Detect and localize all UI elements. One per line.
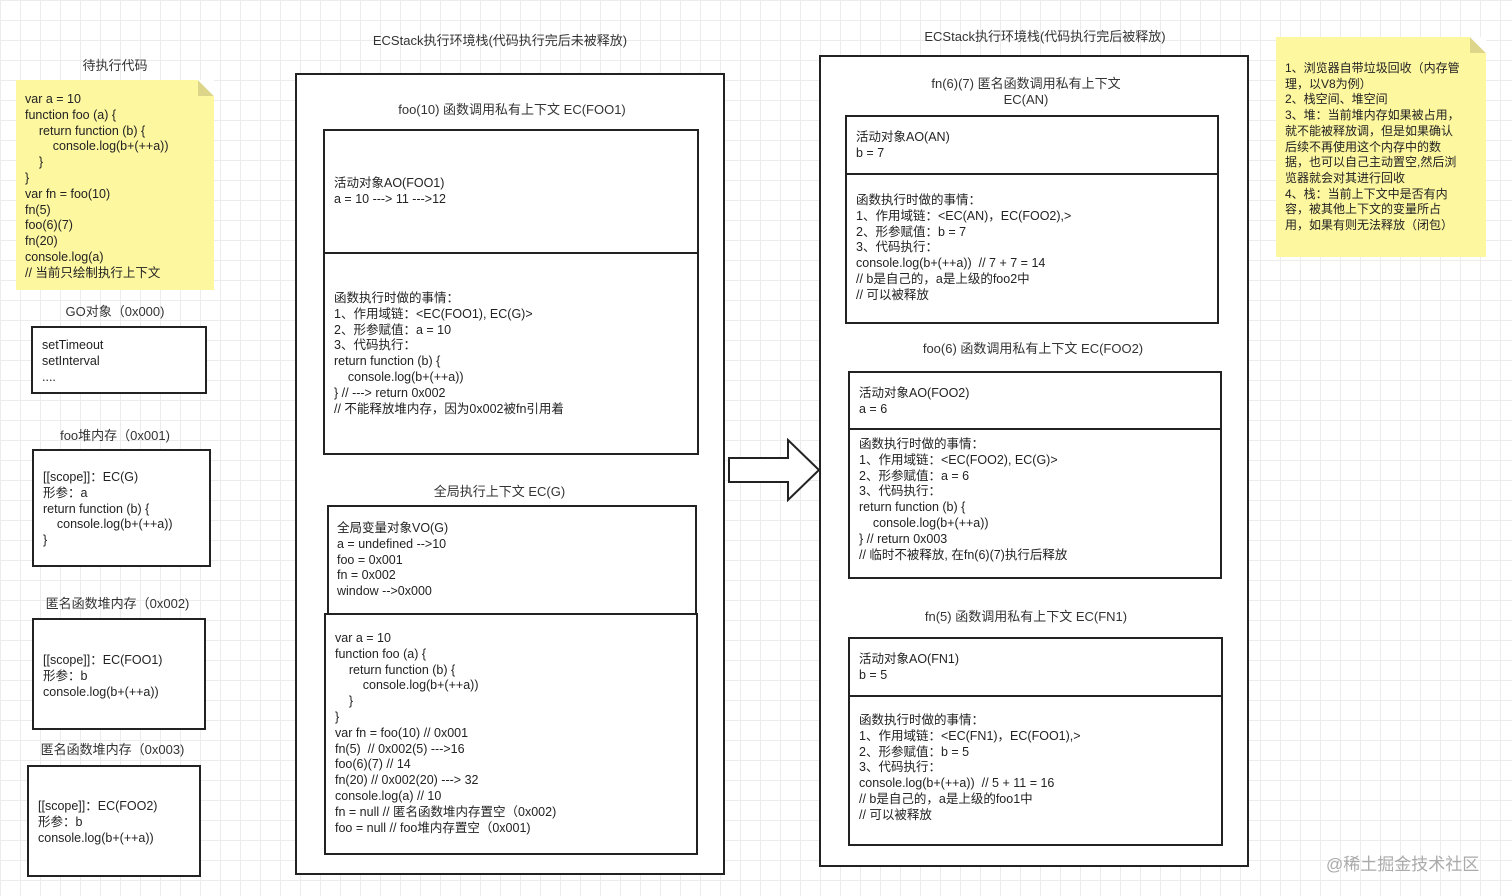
ao-fn1: 活动对象AO(FN1) b = 5 — [859, 652, 960, 682]
ec-an-divider — [847, 173, 1217, 175]
code-text: var a = 10 function foo (a) { return fun… — [25, 92, 169, 280]
ec-fn1-title: fn(5) 函数调用私有上下文 EC(FN1) — [924, 609, 1128, 624]
gc-note-text: 1、浏览器自带垃圾回收（内存管 理，以V8为例） 2、栈空间、堆空间 3、堆：当… — [1285, 61, 1460, 233]
vo-global: 全局变量对象VO(G) a = undefined -->10 foo = 0x… — [337, 521, 449, 599]
ecstack-1-box: foo(10) 函数调用私有上下文 EC(FOO1) 活动对象AO(FOO1) … — [295, 73, 725, 875]
foo-heap-title: foo堆内存（0x001) — [60, 428, 170, 443]
ec-foo2-box: 活动对象AO(FOO2) a = 6 函数执行时做的事情： 1、作用域链：<EC… — [848, 371, 1222, 579]
ecstack-1-title: ECStack执行环境栈(代码执行完后未被释放) — [372, 33, 628, 48]
foo-heap-content: [[scope]]：EC(G) 形参：a return function (b)… — [43, 470, 173, 548]
go-object-title: GO对象（0x000) — [65, 304, 165, 319]
ec-an-box: 活动对象AO(AN) b = 7 函数执行时做的事情： 1、作用域链：<EC(A… — [845, 115, 1219, 324]
ec-foo2-work: 函数执行时做的事情： 1、作用域链：<EC(FOO2), EC(G)> 2、形参… — [859, 437, 1068, 562]
anon-heap-1-box: [[scope]]：EC(FOO1) 形参：b console.log(b+(+… — [32, 618, 206, 730]
ec-fn1-box: 活动对象AO(FN1) b = 5 函数执行时做的事情： 1、作用域链：<EC(… — [848, 637, 1223, 846]
ao-an: 活动对象AO(AN) b = 7 — [856, 130, 950, 160]
ecstack-2-box: fn(6)(7) 匿名函数调用私有上下文 EC(AN) 活动对象AO(AN) b… — [819, 55, 1249, 867]
go-object-content: setTimeout setInterval .... — [42, 338, 104, 384]
ec-global-title: 全局执行上下文 EC(G) — [433, 484, 566, 499]
code-panel-title: 待执行代码 — [82, 58, 148, 73]
ec-an-title: fn(6)(7) 匿名函数调用私有上下文 EC(AN) — [931, 76, 1121, 107]
ec-fn1-divider — [850, 695, 1221, 697]
anon-heap-2-title: 匿名函数堆内存（0x003) — [40, 742, 185, 757]
foo-heap-box: [[scope]]：EC(G) 形参：a return function (b)… — [32, 449, 211, 567]
ao-foo1: 活动对象AO(FOO1) a = 10 ---> 11 --->12 — [334, 176, 446, 206]
global-code: var a = 10 function foo (a) { return fun… — [335, 631, 557, 835]
anon-heap-1-title: 匿名函数堆内存（0x002) — [45, 596, 190, 611]
anon-heap-2-content: [[scope]]：EC(FOO2) 形参：b console.log(b+(+… — [38, 799, 158, 845]
ec-global-vo-box: 全局变量对象VO(G) a = undefined -->10 foo = 0x… — [327, 505, 697, 615]
ec-foo1-work: 函数执行时做的事情： 1、作用域链：<EC(FOO1), EC(G)> 2、形参… — [334, 291, 564, 416]
ecstack-2-title: ECStack执行环境栈(代码执行完后被释放) — [924, 29, 1166, 44]
anon-heap-2-box: [[scope]]：EC(FOO2) 形参：b console.log(b+(+… — [27, 765, 201, 877]
ec-foo2-divider — [850, 428, 1220, 430]
anon-heap-1-content: [[scope]]：EC(FOO1) 形参：b console.log(b+(+… — [43, 653, 163, 699]
code-sticky-note: var a = 10 function foo (a) { return fun… — [16, 80, 214, 290]
right-arrow-icon — [728, 438, 821, 502]
ec-foo1-divider — [325, 252, 697, 254]
ao-foo2: 活动对象AO(FOO2) a = 6 — [859, 386, 970, 416]
gc-sticky-note: 1、浏览器自带垃圾回收（内存管 理，以V8为例） 2、栈空间、堆空间 3、堆：当… — [1276, 37, 1486, 257]
watermark: @稀土掘金技术社区 — [1326, 855, 1480, 874]
ec-foo1-title: foo(10) 函数调用私有上下文 EC(FOO1) — [398, 102, 626, 117]
ec-an-work: 函数执行时做的事情： 1、作用域链：<EC(AN)，EC(FOO2),> 2、形… — [856, 193, 1072, 302]
ec-foo2-title: foo(6) 函数调用私有上下文 EC(FOO2) — [922, 341, 1144, 356]
ec-global-code-box: var a = 10 function foo (a) { return fun… — [324, 613, 698, 855]
ec-foo1-box: 活动对象AO(FOO1) a = 10 ---> 11 --->12 函数执行时… — [323, 129, 699, 455]
ec-fn1-work: 函数执行时做的事情： 1、作用域链：<EC(FN1)，EC(FOO1),> 2、… — [859, 713, 1081, 822]
go-object-box: setTimeout setInterval .... — [31, 326, 207, 394]
